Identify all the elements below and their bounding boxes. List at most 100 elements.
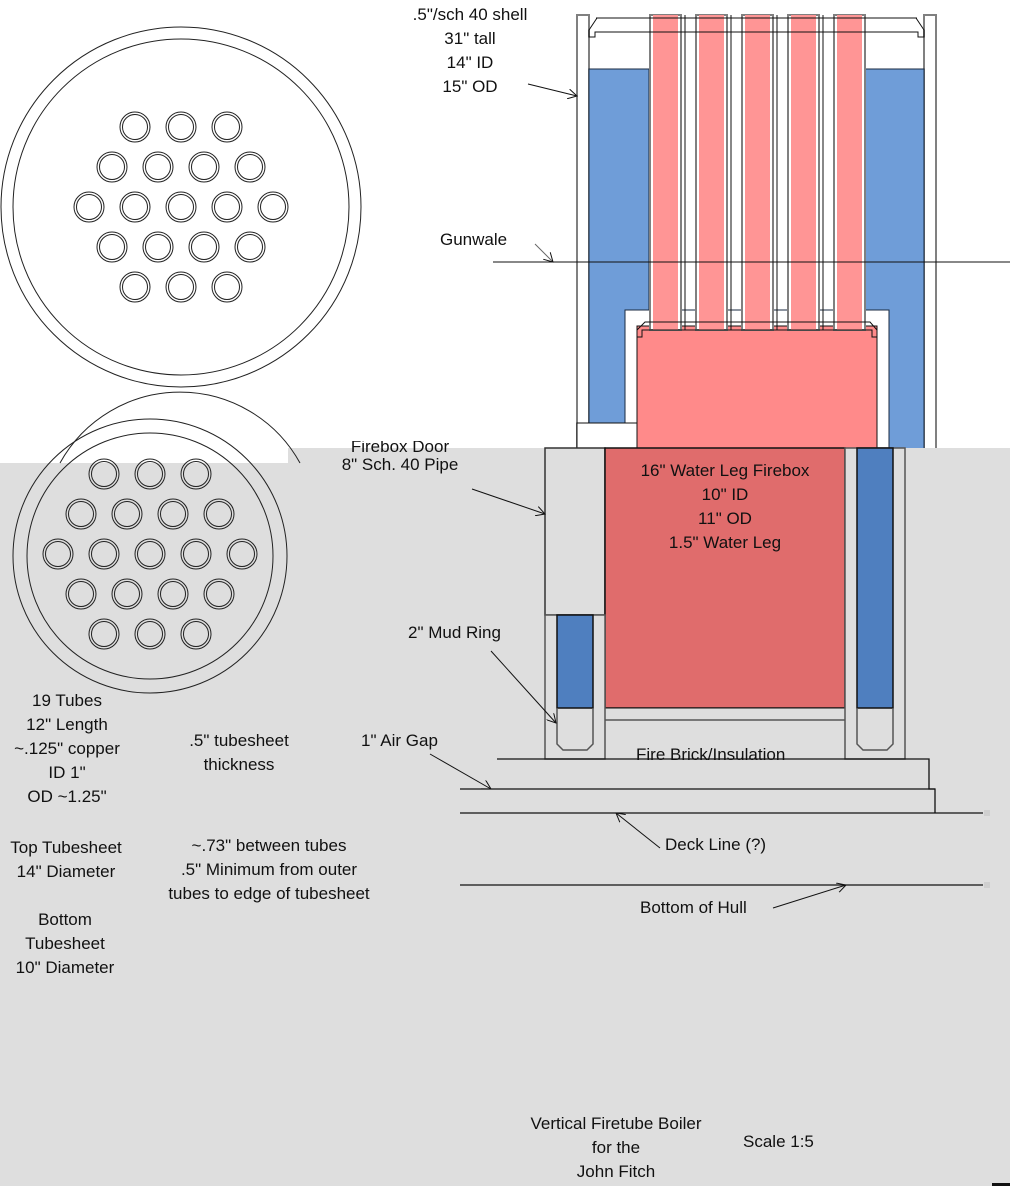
tube-hole [157, 498, 189, 530]
tube-bore [68, 501, 94, 527]
corner-mark [992, 1183, 1010, 1186]
top-tubesheet-label-line: Top Tubesheet [10, 838, 122, 857]
deck-line-label: Deck Line (?) [665, 833, 766, 857]
top-tubesheet-label-line: 14" Diameter [16, 862, 116, 881]
tube-hole [111, 498, 143, 530]
fire-tube [837, 15, 862, 330]
line-end-marker [984, 882, 990, 888]
air-gap-label-text: 1" Air Gap [361, 731, 438, 750]
air-gap-leader-arrow [429, 753, 491, 789]
water-leg-right [856, 447, 894, 709]
shell-label-line: 31" tall [444, 29, 496, 48]
fire-tube [653, 15, 678, 330]
firebox-label-line: 16" Water Leg Firebox [640, 461, 810, 480]
firebox-door-label: Firebox Door 8" Sch. 40 Pipe [320, 441, 480, 477]
tube-bore [137, 541, 163, 567]
shell-leader-arrow [527, 83, 577, 96]
tube-bore [168, 274, 194, 300]
firebox-floor [604, 707, 846, 721]
scale-label: Scale 1:5 [743, 1130, 814, 1154]
tube-hole [134, 538, 166, 570]
bottom-tubesheet-label-line: 10" Diameter [15, 958, 115, 977]
bottom-tubesheet-section [636, 321, 878, 338]
firebox-label: 16" Water Leg Firebox 10" ID 11" OD 1.5"… [605, 459, 845, 555]
tube-hole [142, 151, 174, 183]
tube-bore [99, 154, 125, 180]
tube-bore [237, 234, 263, 260]
boiler-section-upper [493, 14, 1010, 448]
door-block [576, 422, 638, 448]
tubesheet-thickness-label: .5" tubesheet thickness [170, 729, 308, 777]
tube-bore [91, 461, 117, 487]
mud-ring-label-text: 2" Mud Ring [408, 623, 501, 642]
tube-bore [145, 154, 171, 180]
tube-bore [183, 541, 209, 567]
firebox-upper [636, 325, 878, 448]
top-tube-holes [73, 111, 289, 303]
bottom-tubesheet-label-line: Tubesheet [25, 934, 105, 953]
tube-bore [168, 114, 194, 140]
mud-ring-right [856, 708, 894, 751]
tube-bore [260, 194, 286, 220]
fire-tube [791, 15, 816, 330]
bottom-tubesheet-outer-arc-top [59, 391, 301, 464]
bottom-tubesheet-label-line: Bottom [38, 910, 92, 929]
shell-label-line: .5"/sch 40 shell [412, 5, 528, 24]
top-tubesheet-inner-ring [12, 38, 350, 376]
shell-label-line: 15" OD [442, 77, 498, 96]
tube-bore [191, 154, 217, 180]
air-gap-label: 1" Air Gap [361, 729, 438, 753]
tube-hole [73, 191, 105, 223]
tube-bore [68, 581, 94, 607]
tube-hole [180, 618, 212, 650]
tube-hole [119, 191, 151, 223]
fire-tube [699, 15, 724, 330]
top-tubesheet-outer-ring [0, 26, 362, 388]
tube-bore [122, 114, 148, 140]
tube-bore [114, 581, 140, 607]
tube-bore [91, 541, 117, 567]
tube-spacing-line: .5" Minimum from outer [180, 860, 358, 879]
firebox-label-line: 10" ID [701, 485, 749, 504]
mud-ring-label: 2" Mud Ring [408, 621, 501, 645]
boiler-section-lower [460, 447, 990, 888]
tubes-spec-line: 19 Tubes [32, 691, 102, 710]
tube-bore [237, 154, 263, 180]
tube-hole [65, 578, 97, 610]
hull-bottom-label-text: Bottom of Hull [640, 898, 747, 917]
tube-hole [134, 618, 166, 650]
tube-hole [226, 538, 258, 570]
shell-wall-right [923, 14, 937, 448]
tube-bore [99, 234, 125, 260]
tube-bore [76, 194, 102, 220]
tube-hole [180, 538, 212, 570]
tube-hole [257, 191, 289, 223]
tube-bore [168, 194, 194, 220]
tube-hole [165, 111, 197, 143]
gunwale-leader-arrow [534, 243, 553, 262]
tube-hole [88, 458, 120, 490]
tube-spacing-label: ~.73" between tubes .5" Minimum from out… [148, 834, 390, 906]
tube-hole [111, 578, 143, 610]
fire-brick-label-text: Fire Brick/Insulation [636, 745, 786, 764]
tube-bore [91, 621, 117, 647]
tube-bore [160, 501, 186, 527]
tube-bore [122, 274, 148, 300]
tubes-spec-label: 19 Tubes 12" Length ~.125" copper ID 1" … [0, 689, 134, 809]
firebox-label-line: 1.5" Water Leg [668, 533, 782, 552]
gunwale-label-text: Gunwale [440, 230, 508, 249]
fire-tube [745, 15, 770, 330]
tube-hole [211, 111, 243, 143]
tube-bore [214, 274, 240, 300]
tube-bore [137, 621, 163, 647]
tube-hole [188, 231, 220, 263]
firebox-lower [604, 447, 846, 709]
tubes-spec-line: ~.125" copper [14, 739, 120, 758]
hull-bottom-label: Bottom of Hull [640, 896, 747, 920]
tube-hole [234, 151, 266, 183]
firebox-door-label-line: 8" Sch. 40 Pipe [341, 455, 459, 474]
tube-bore [214, 194, 240, 220]
tube-bore [45, 541, 71, 567]
tube-hole [180, 458, 212, 490]
tube-hole [211, 271, 243, 303]
